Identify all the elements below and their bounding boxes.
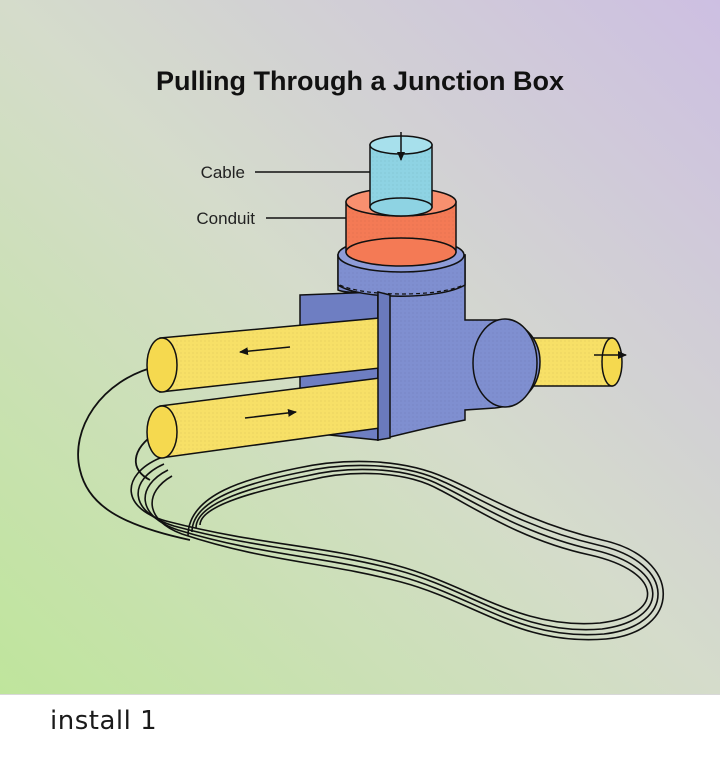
junction-box-diagram: Pulling Through a Junction Box Cable Con… xyxy=(0,0,720,694)
upper-pipe xyxy=(146,317,381,393)
figure-caption: install 1 xyxy=(50,706,158,736)
lower-pipe xyxy=(146,377,381,459)
diagram-figure: Pulling Through a Junction Box Cable Con… xyxy=(0,0,720,695)
cable-label: Cable xyxy=(201,163,245,182)
coiled-cable xyxy=(130,457,665,641)
box-mouth-edge xyxy=(377,291,391,441)
upper-pipe-arrow xyxy=(239,346,291,356)
lower-pipe-arrow xyxy=(244,408,297,419)
cable xyxy=(369,132,433,217)
cable-strand-upper xyxy=(77,365,191,541)
diagram-title: Pulling Through a Junction Box xyxy=(156,66,564,96)
conduit-label: Conduit xyxy=(196,209,255,228)
